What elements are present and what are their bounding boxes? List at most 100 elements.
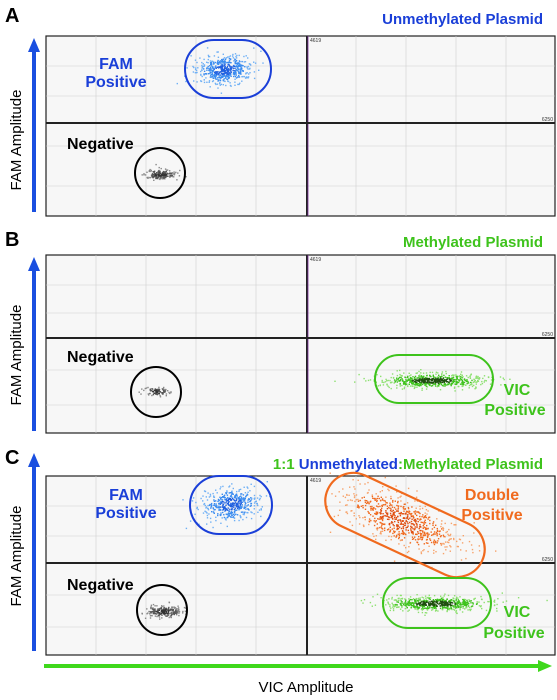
fam-droplet bbox=[195, 67, 197, 69]
vic-droplet bbox=[416, 377, 418, 379]
vic-droplet bbox=[412, 385, 414, 387]
vic-droplet bbox=[442, 377, 444, 380]
fam-droplet bbox=[242, 494, 245, 496]
double-droplet bbox=[446, 541, 449, 543]
vic-droplet bbox=[439, 607, 442, 610]
fam-droplet bbox=[230, 494, 232, 497]
double-droplet bbox=[433, 533, 435, 535]
vic-droplet bbox=[400, 604, 402, 606]
double-droplet bbox=[435, 524, 437, 526]
fam-droplet bbox=[266, 481, 268, 483]
fam-droplet bbox=[235, 497, 237, 499]
double-droplet bbox=[462, 535, 464, 537]
fam-droplet bbox=[220, 512, 222, 514]
double-droplet bbox=[426, 533, 429, 535]
fam-droplet bbox=[237, 505, 240, 507]
double-droplet bbox=[391, 510, 393, 512]
panel-c-double-label-2: Positive bbox=[461, 507, 522, 524]
fam-droplet bbox=[246, 493, 248, 495]
vic-droplet bbox=[467, 376, 469, 379]
double-droplet bbox=[403, 524, 405, 527]
double-droplet bbox=[380, 509, 382, 511]
vic-droplet bbox=[411, 604, 413, 607]
vic-droplet bbox=[390, 382, 392, 384]
fam-droplet bbox=[203, 490, 206, 492]
vic-droplet bbox=[412, 378, 414, 380]
fam-droplet bbox=[234, 59, 237, 61]
vic-droplet bbox=[430, 602, 432, 605]
double-droplet bbox=[371, 494, 373, 496]
fam-droplet bbox=[215, 78, 217, 80]
fam-droplet bbox=[241, 506, 243, 508]
fam-droplet bbox=[232, 516, 234, 518]
negative-droplet bbox=[160, 612, 162, 615]
fam-droplet bbox=[245, 496, 247, 498]
negative-droplet bbox=[178, 612, 180, 614]
vic-droplet bbox=[468, 602, 470, 605]
vic-droplet bbox=[411, 380, 414, 382]
vic-droplet bbox=[400, 374, 402, 377]
negative-droplet bbox=[158, 614, 161, 616]
negative-droplet bbox=[143, 173, 145, 175]
vic-droplet bbox=[444, 593, 446, 595]
fam-droplet bbox=[250, 483, 252, 485]
vic-droplet bbox=[420, 372, 422, 374]
vic-droplet bbox=[435, 604, 437, 606]
double-droplet bbox=[433, 531, 436, 533]
vic-droplet bbox=[444, 601, 446, 604]
fam-droplet bbox=[221, 68, 223, 70]
negative-droplet bbox=[184, 610, 187, 612]
fam-droplet bbox=[247, 504, 249, 506]
double-droplet bbox=[383, 499, 385, 502]
vic-droplet bbox=[385, 378, 387, 381]
fam-droplet bbox=[219, 508, 221, 511]
double-droplet bbox=[346, 493, 348, 496]
fam-droplet bbox=[244, 66, 246, 68]
negative-droplet bbox=[165, 615, 167, 617]
double-droplet bbox=[397, 533, 399, 535]
fam-droplet bbox=[231, 498, 233, 501]
fam-droplet bbox=[231, 493, 233, 495]
double-droplet bbox=[368, 523, 370, 526]
negative-droplet bbox=[174, 610, 177, 612]
vic-droplet bbox=[443, 374, 445, 377]
vic-droplet bbox=[433, 594, 436, 597]
vic-droplet bbox=[363, 377, 365, 380]
vic-droplet bbox=[401, 375, 403, 377]
fam-droplet bbox=[247, 512, 249, 514]
negative-droplet bbox=[163, 609, 165, 612]
vic-droplet bbox=[384, 381, 387, 383]
vic-droplet bbox=[409, 598, 412, 601]
double-droplet bbox=[398, 536, 400, 539]
vic-droplet bbox=[419, 383, 422, 386]
fam-droplet bbox=[214, 61, 217, 64]
double-droplet bbox=[423, 516, 425, 518]
negative-droplet bbox=[177, 605, 179, 607]
double-droplet bbox=[440, 523, 443, 525]
vic-droplet bbox=[386, 599, 388, 601]
vic-droplet bbox=[450, 384, 452, 387]
vic-droplet bbox=[440, 378, 442, 380]
panel-c-tick-left: 4619 bbox=[310, 478, 321, 484]
double-droplet bbox=[414, 500, 416, 502]
fam-droplet bbox=[234, 73, 236, 75]
fam-droplet bbox=[221, 75, 224, 77]
panel-b-negative-label: Negative bbox=[67, 349, 134, 366]
negative-droplet bbox=[149, 392, 151, 395]
negative-droplet bbox=[159, 178, 161, 181]
vic-droplet bbox=[430, 603, 432, 606]
fam-droplet bbox=[218, 506, 221, 508]
double-droplet bbox=[427, 535, 429, 537]
vic-droplet bbox=[453, 608, 455, 610]
double-droplet bbox=[478, 545, 480, 547]
fam-droplet bbox=[219, 503, 222, 505]
vic-droplet bbox=[433, 604, 436, 606]
panel-c-fam-label-1: FAM bbox=[109, 487, 143, 504]
fam-droplet bbox=[237, 68, 240, 70]
vic-droplet bbox=[467, 609, 469, 611]
fam-droplet bbox=[227, 70, 229, 72]
double-droplet bbox=[368, 520, 370, 522]
vic-droplet bbox=[416, 372, 418, 374]
vic-droplet bbox=[397, 601, 400, 603]
fam-droplet bbox=[210, 67, 212, 70]
